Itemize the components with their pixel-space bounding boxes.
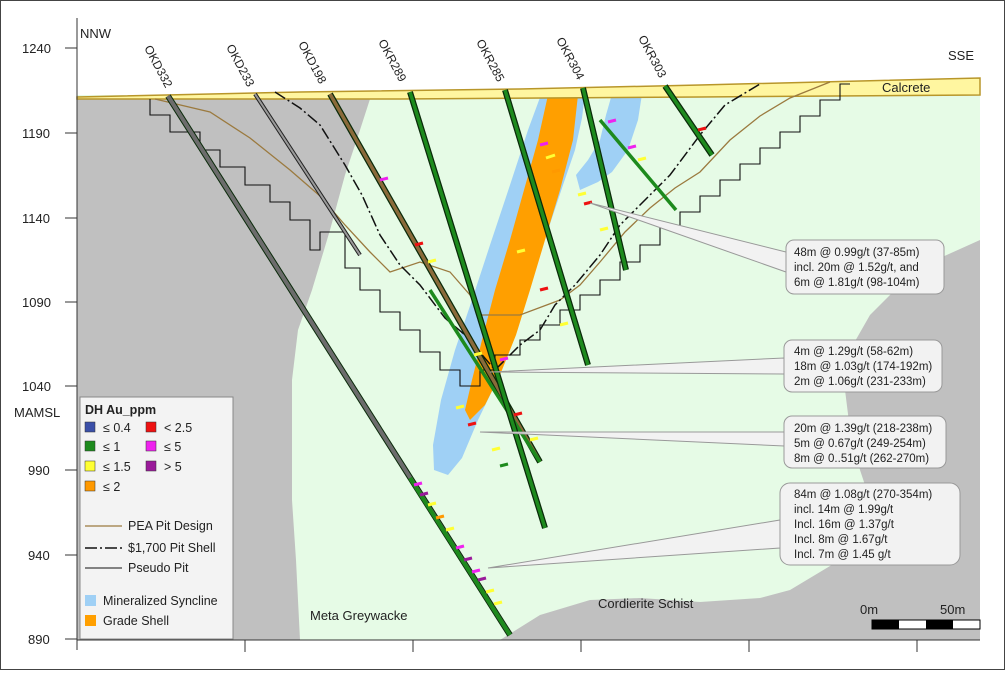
x-axis-ticks — [77, 639, 980, 652]
y-tick-label: 1140 — [22, 211, 50, 226]
y-tick-label: 940 — [28, 548, 50, 563]
callout-line: Incl. 8m @ 1.67g/t — [794, 534, 888, 546]
mineralized-syncline-east — [576, 94, 642, 190]
scale-left-label: 0m — [860, 602, 878, 617]
legend-grade-label: ≤ 1.5 — [103, 460, 131, 474]
callout-line: 8m @ 0..51g/t (262-270m) — [794, 453, 929, 465]
legend-grade-label: ≤ 2 — [103, 480, 120, 494]
callout-line: 2m @ 1.06g/t (231-233m) — [794, 376, 926, 388]
legend-swatch — [84, 480, 96, 492]
drillhole-okr303 — [662, 84, 715, 157]
callout-line: 48m @ 0.99g/t (37-85m) — [794, 247, 920, 259]
drillhole-okr285 — [502, 89, 591, 366]
callout-line: 20m @ 1.39g/t (218-238m) — [794, 423, 932, 435]
legend-swatch — [84, 460, 96, 472]
meta-greywacke-label: Meta Greywacke — [310, 608, 408, 623]
legend-zone-label: Grade Shell — [103, 614, 169, 628]
legend: DH Au_ppm ≤ 0.4 < 2.5 ≤ 1 ≤ 5 ≤ 1.5 > 5 … — [79, 396, 234, 640]
legend-grade-label: > 5 — [164, 460, 182, 474]
legend-line-label: PEA Pit Design — [128, 519, 213, 533]
legend-grade-label: ≤ 1 — [103, 440, 120, 454]
callout-4: 84m @ 1.08g/t (270-354m) incl. 14m @ 1.9… — [487, 482, 961, 569]
drillhole-okr304 — [580, 87, 629, 271]
y-axis — [65, 18, 78, 650]
grade-shell — [465, 95, 578, 420]
calcrete-layer — [76, 77, 981, 100]
legend-zone-swatch — [85, 595, 96, 606]
drillhole-okr304-extension — [598, 118, 678, 212]
legend-swatch — [145, 460, 157, 472]
legend-zone-swatch — [85, 615, 96, 626]
callout-line: 84m @ 1.08g/t (270-354m) — [794, 489, 932, 501]
callout-1: 48m @ 0.99g/t (37-85m) incl. 20m @ 1.52g… — [589, 202, 945, 295]
legend-line-label: Pseudo Pit — [128, 561, 189, 575]
callout-line: incl. 14m @ 1.99g/t — [794, 504, 894, 516]
legend-zone-label: Mineralized Syncline — [103, 594, 218, 608]
legend-line-label: $1,700 Pit Shell — [128, 541, 216, 555]
pseudo-pit-line — [149, 83, 850, 387]
legend-grade-label: < 2.5 — [164, 421, 192, 435]
y-tick-label: 1190 — [22, 126, 50, 141]
legend-swatch — [84, 440, 96, 452]
assay-grade-ticks — [379, 118, 707, 606]
y-tick-label: 990 — [28, 463, 50, 478]
y-tick-label: 1040 — [22, 379, 51, 394]
callout-line: Incl. 16m @ 1.37g/t — [794, 519, 895, 531]
callout-3: 20m @ 1.39g/t (218-238m) 5m @ 0.67g/t (2… — [479, 415, 947, 469]
callout-line: 5m @ 0.67g/t (249-254m) — [794, 438, 926, 450]
callout-line: 6m @ 1.81g/t (98-104m) — [794, 277, 920, 289]
y-tick-label: 1240 — [22, 41, 51, 56]
legend-grade-label: ≤ 5 — [164, 440, 181, 454]
callout-line: incl. 20m @ 1.52g/t, and — [794, 262, 919, 274]
legend-grade-label: ≤ 0.4 — [103, 421, 131, 435]
scale-right-label: 50m — [940, 602, 965, 617]
y-tick-label: 1090 — [22, 295, 51, 310]
callout-line: 4m @ 1.29g/t (58-62m) — [794, 346, 913, 358]
cordierite-schist-label: Cordierite Schist — [598, 596, 694, 611]
drillhole-okd332 — [165, 94, 513, 637]
callout-line: 18m @ 1.03g/t (174-192m) — [794, 361, 932, 373]
drillhole-okr289 — [407, 91, 548, 529]
drillhole-okd233 — [253, 92, 362, 257]
y-tick-label: 890 — [28, 632, 50, 647]
legend-swatch — [145, 440, 157, 452]
direction-sse: SSE — [948, 48, 974, 63]
calcrete-label: Calcrete — [882, 80, 930, 95]
callout-line: Incl. 7m @ 1.45 g/t — [794, 549, 891, 561]
legend-title: DH Au_ppm — [85, 403, 156, 417]
y-axis-label: MAMSL — [14, 405, 60, 420]
pea-pit-design-line — [154, 81, 831, 316]
legend-swatch — [84, 421, 96, 433]
legend-swatch — [145, 421, 157, 433]
scale-bar: 0m 50m — [860, 602, 981, 630]
callout-2: 4m @ 1.29g/t (58-62m) 18m @ 1.03g/t (174… — [489, 339, 943, 393]
direction-nnw: NNW — [80, 26, 112, 41]
